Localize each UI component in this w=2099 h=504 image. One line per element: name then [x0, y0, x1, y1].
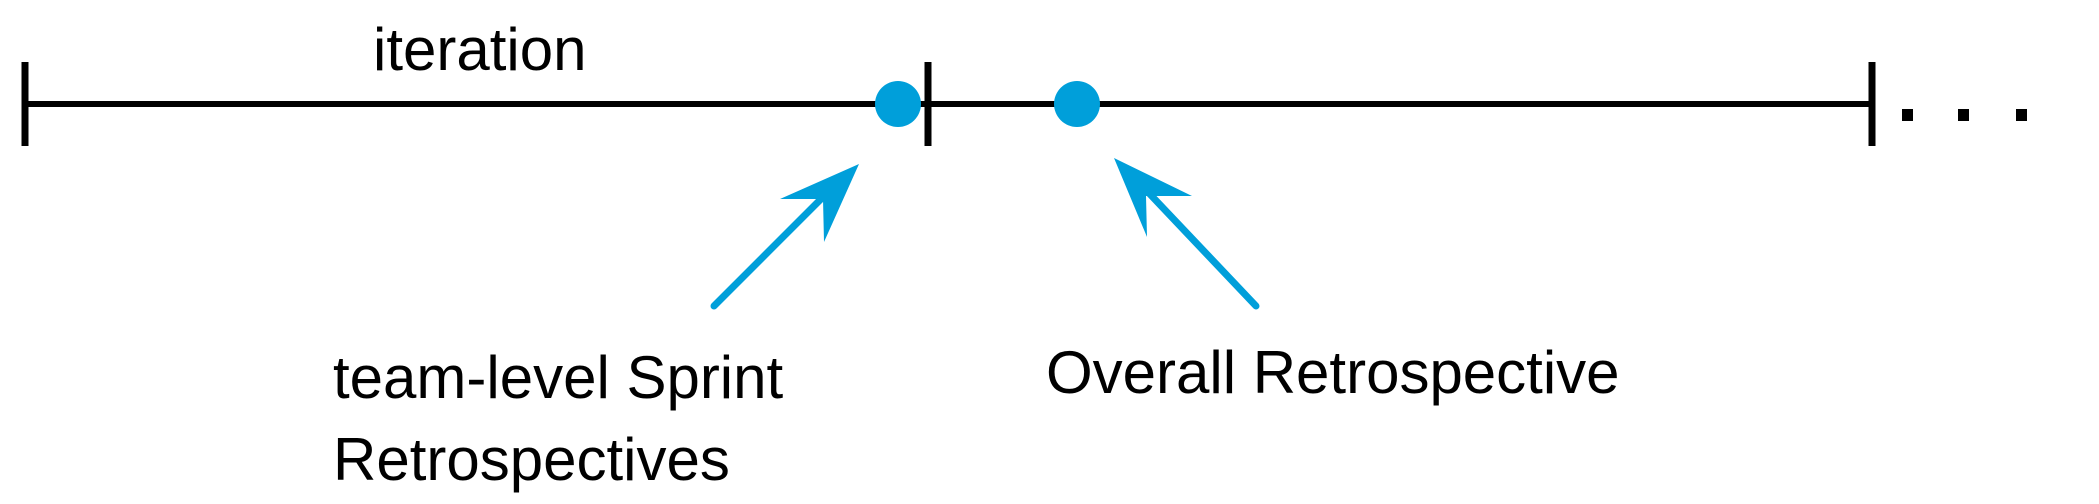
- overall-retrospective-label: Overall Retrospective: [1046, 339, 1620, 406]
- sprint-retrospective-arrow: [710, 164, 859, 310]
- arrow-head: [780, 164, 859, 242]
- overall-retrospective-arrow: [1114, 158, 1260, 310]
- sprint-retrospectives-label-line1: team-level Sprint: [333, 344, 784, 411]
- arrow-shaft: [710, 190, 830, 310]
- ellipsis-dot: [1902, 109, 1913, 121]
- sprint-retrospectives-label: team-level Sprint Retrospectives: [333, 337, 783, 501]
- sprint-retrospectives-label-line2: Retrospectives: [333, 426, 730, 493]
- ellipsis-dot: [2016, 109, 2027, 121]
- iteration-label: iteration: [373, 16, 587, 83]
- overall-retrospective-marker: [1054, 81, 1100, 127]
- arrow-shaft: [1142, 186, 1260, 310]
- ellipsis-dot: [1958, 109, 1969, 121]
- continuation-ellipsis: [1902, 109, 2027, 121]
- arrow-head: [1114, 158, 1192, 237]
- sprint-retrospective-marker: [875, 81, 921, 127]
